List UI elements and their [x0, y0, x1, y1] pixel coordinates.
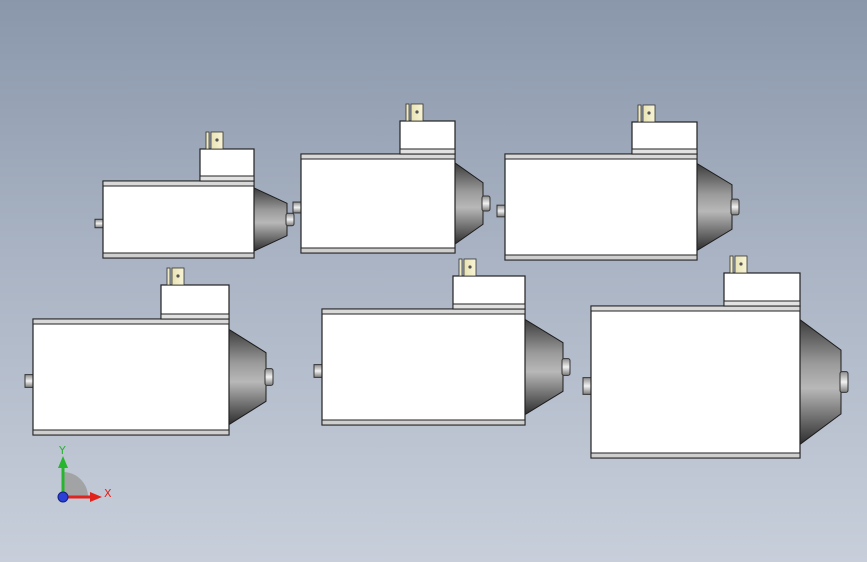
- x-axis-arrowhead: [90, 492, 102, 502]
- terminal-box-base: [199, 175, 255, 182]
- coil-body: [321, 308, 526, 426]
- triad-base-arc: [63, 472, 88, 497]
- top-flange: [300, 153, 456, 160]
- terminal-box-base: [631, 148, 698, 155]
- coil-body: [32, 318, 230, 436]
- y-axis-arrowhead: [58, 456, 68, 468]
- bottom-flange: [102, 252, 255, 259]
- terminal-box-base: [452, 303, 526, 310]
- solenoid-coil-4[interactable]: [24, 267, 274, 436]
- conical-end-cap: [524, 318, 564, 416]
- solenoid-coil-3[interactable]: [496, 104, 740, 261]
- connector-pin: [205, 131, 210, 150]
- coordinate-triad: Y X: [57, 444, 112, 503]
- conical-end-cap: [228, 328, 267, 426]
- top-flange: [32, 318, 230, 325]
- connector-hole: [739, 262, 743, 266]
- terminal-box-base: [723, 300, 801, 307]
- y-axis-label: Y: [58, 444, 66, 457]
- connector-hole: [647, 111, 651, 115]
- bottom-flange: [32, 429, 230, 436]
- right-shaft: [730, 198, 740, 216]
- connector-pin: [166, 267, 171, 286]
- connector-pin: [729, 255, 734, 274]
- coil-body: [102, 180, 255, 259]
- right-shaft: [839, 371, 849, 393]
- conical-end-cap: [696, 162, 733, 252]
- connector-hole: [215, 138, 219, 142]
- coil-body: [590, 305, 801, 459]
- terminal-box-base: [160, 313, 230, 320]
- connector-hole: [176, 274, 180, 278]
- z-axis-dot: [57, 491, 69, 503]
- bottom-flange: [321, 419, 526, 426]
- x-axis-label: X: [104, 487, 112, 500]
- bottom-flange: [504, 254, 698, 261]
- right-shaft: [481, 195, 491, 212]
- right-shaft: [561, 358, 571, 376]
- right-shaft: [264, 368, 274, 386]
- connector-pin: [405, 103, 410, 122]
- conical-end-cap: [799, 318, 842, 446]
- top-flange: [102, 180, 255, 187]
- top-flange: [590, 305, 801, 312]
- solenoid-coil-5[interactable]: [313, 258, 571, 426]
- coil-body: [504, 153, 698, 261]
- coil-body: [300, 153, 456, 254]
- connector-pin: [458, 258, 463, 277]
- terminal-box-base: [399, 148, 456, 155]
- solenoid-coil-1[interactable]: [94, 131, 295, 259]
- bottom-flange: [300, 247, 456, 254]
- conical-end-cap: [454, 161, 484, 246]
- bottom-flange: [590, 452, 801, 459]
- solenoid-coil-6[interactable]: [582, 255, 849, 459]
- connector-pin: [637, 104, 642, 123]
- solenoid-coil-2[interactable]: [292, 103, 491, 254]
- conical-end-cap: [253, 187, 288, 252]
- connector-hole: [415, 110, 419, 114]
- top-flange: [504, 153, 698, 160]
- model-assembly: [24, 103, 849, 459]
- top-flange: [321, 308, 526, 315]
- right-shaft: [285, 212, 295, 227]
- connector-hole: [468, 265, 472, 269]
- terminal-box: [160, 284, 230, 320]
